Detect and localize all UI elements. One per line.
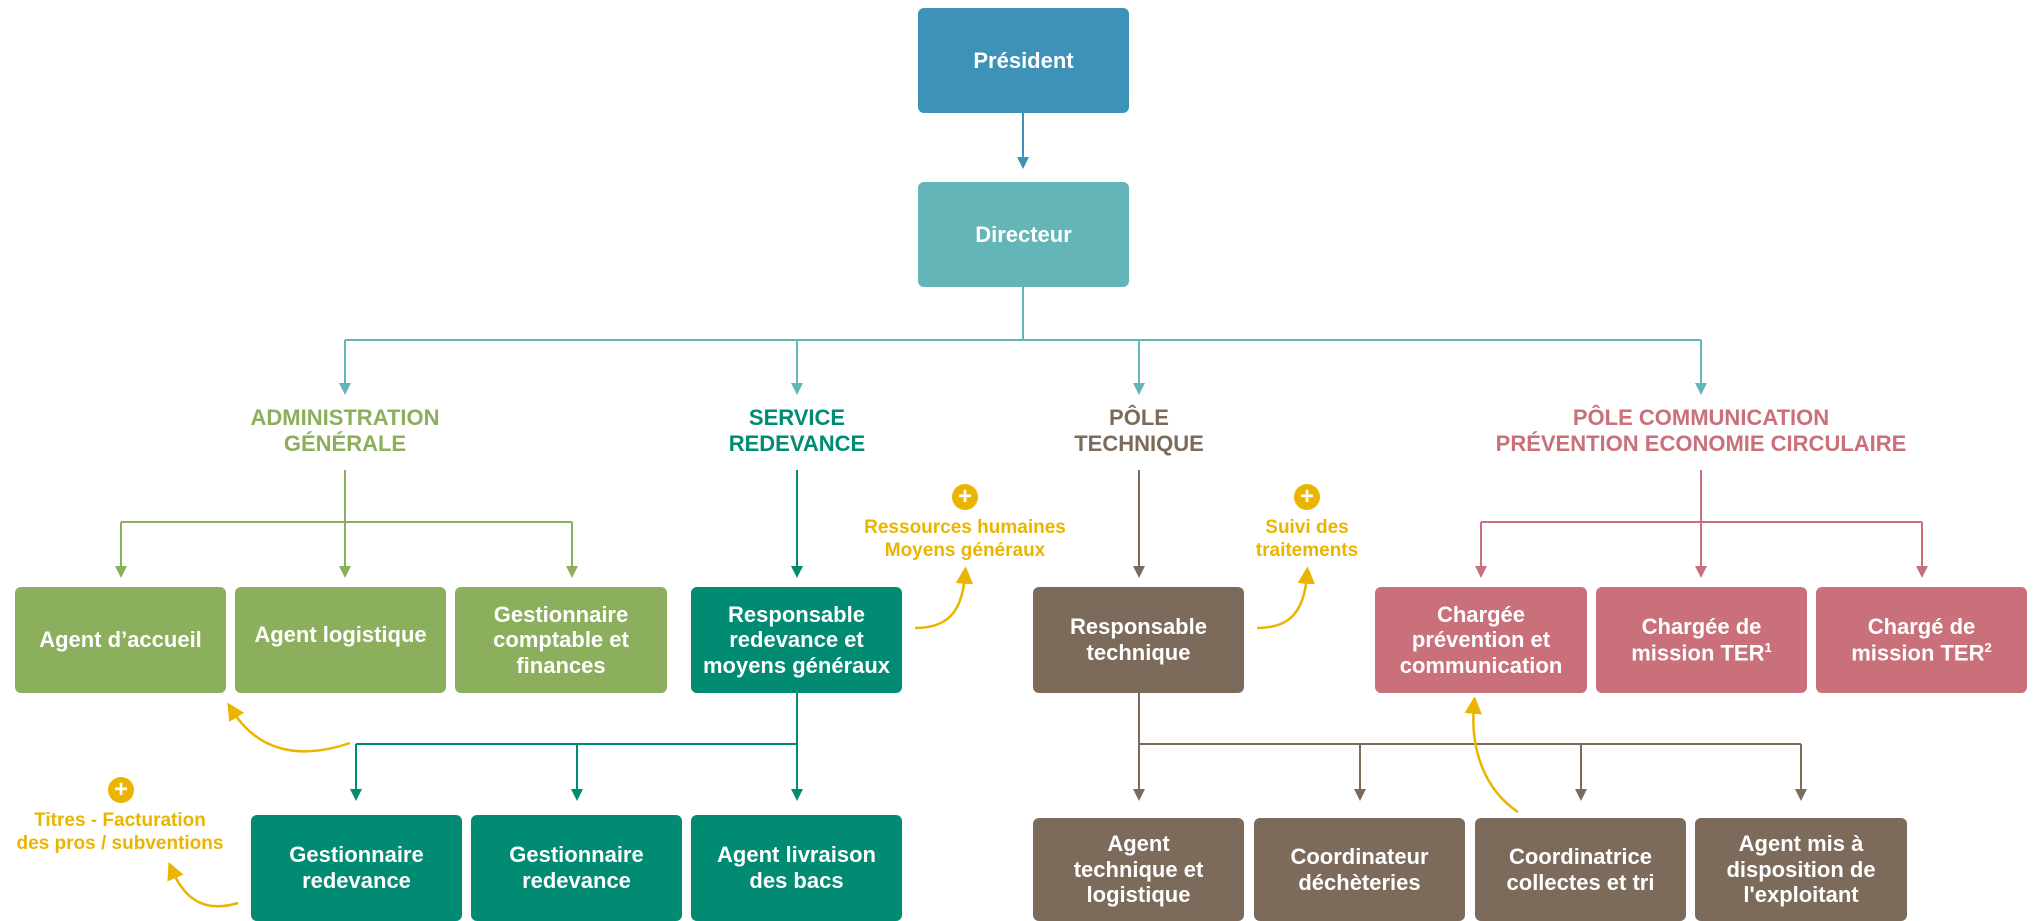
connector-admin: [115, 470, 578, 578]
agent-livraison-box: Agent livraison des bacs: [691, 815, 902, 921]
agent-technique-box: Agent technique et logistique: [1033, 818, 1244, 921]
chargee-prevention-box: Chargée prévention et communication: [1375, 587, 1587, 693]
heading-redevance: SERVICE REDEVANCE: [728, 405, 866, 456]
agent-logistique-box: Agent logistique: [235, 587, 446, 693]
curved-arrow-icon: [227, 702, 351, 753]
ter1-label: Chargée de mission TER: [1631, 614, 1765, 666]
responsable-redevance-box: Responsable redevance et moyens généraux: [691, 587, 902, 693]
plus-circle-icon: +: [1294, 484, 1320, 510]
heading-communication: PÔLE COMMUNICATION PRÉVENTION ECONOMIE C…: [1495, 405, 1907, 456]
note-ressources-humaines: Ressources humaines Moyens généraux: [864, 517, 1066, 561]
coordinateur-decheteries-box: Coordinateur déchèteries: [1254, 818, 1465, 921]
chargee-mission-ter1-box: Chargée de mission TER1: [1596, 587, 1807, 693]
connector-technique: [1133, 470, 1807, 801]
coordinatrice-collectes-box: Coordinatrice collectes et tri: [1475, 818, 1686, 921]
connector-directeur-poles: [339, 287, 1707, 395]
curved-arrow-icon: [1256, 566, 1316, 630]
connector-redevance: [350, 470, 803, 801]
gestionnaire-redevance-box-2: Gestionnaire redevance: [471, 815, 682, 921]
directeur-box: Directeur: [918, 182, 1129, 287]
curved-arrow-icon: [914, 566, 974, 630]
note-suivi-traitements: Suivi des traitements: [1255, 517, 1359, 561]
president-box: Président: [918, 8, 1129, 113]
ter1-footnote: 1: [1764, 639, 1772, 655]
heading-administration: ADMINISTRATION GÉNÉRALE: [250, 405, 440, 456]
ter2-label: Chargé de mission TER: [1851, 614, 1985, 666]
connector-communication: [1475, 470, 1928, 578]
heading-technique: PÔLE TECHNIQUE: [1074, 405, 1204, 456]
note-titres-facturation: Titres - Facturation des pros / subventi…: [16, 810, 224, 854]
plus-circle-icon: +: [952, 484, 978, 510]
charge-mission-ter2-box: Chargé de mission TER2: [1816, 587, 2027, 693]
ter2-footnote: 2: [1984, 639, 1992, 655]
curved-arrow-icon: [1464, 696, 1519, 814]
curved-arrow-icon: [167, 861, 239, 908]
gestionnaire-comptable-box: Gestionnaire comptable et finances: [455, 587, 667, 693]
gestionnaire-redevance-box-1: Gestionnaire redevance: [251, 815, 462, 921]
agent-mis-a-disposition-box: Agent mis à disposition de l'exploitant: [1695, 818, 1907, 921]
plus-circle-icon: +: [108, 777, 134, 803]
responsable-technique-box: Responsable technique: [1033, 587, 1244, 693]
agent-accueil-box: Agent d’accueil: [15, 587, 226, 693]
